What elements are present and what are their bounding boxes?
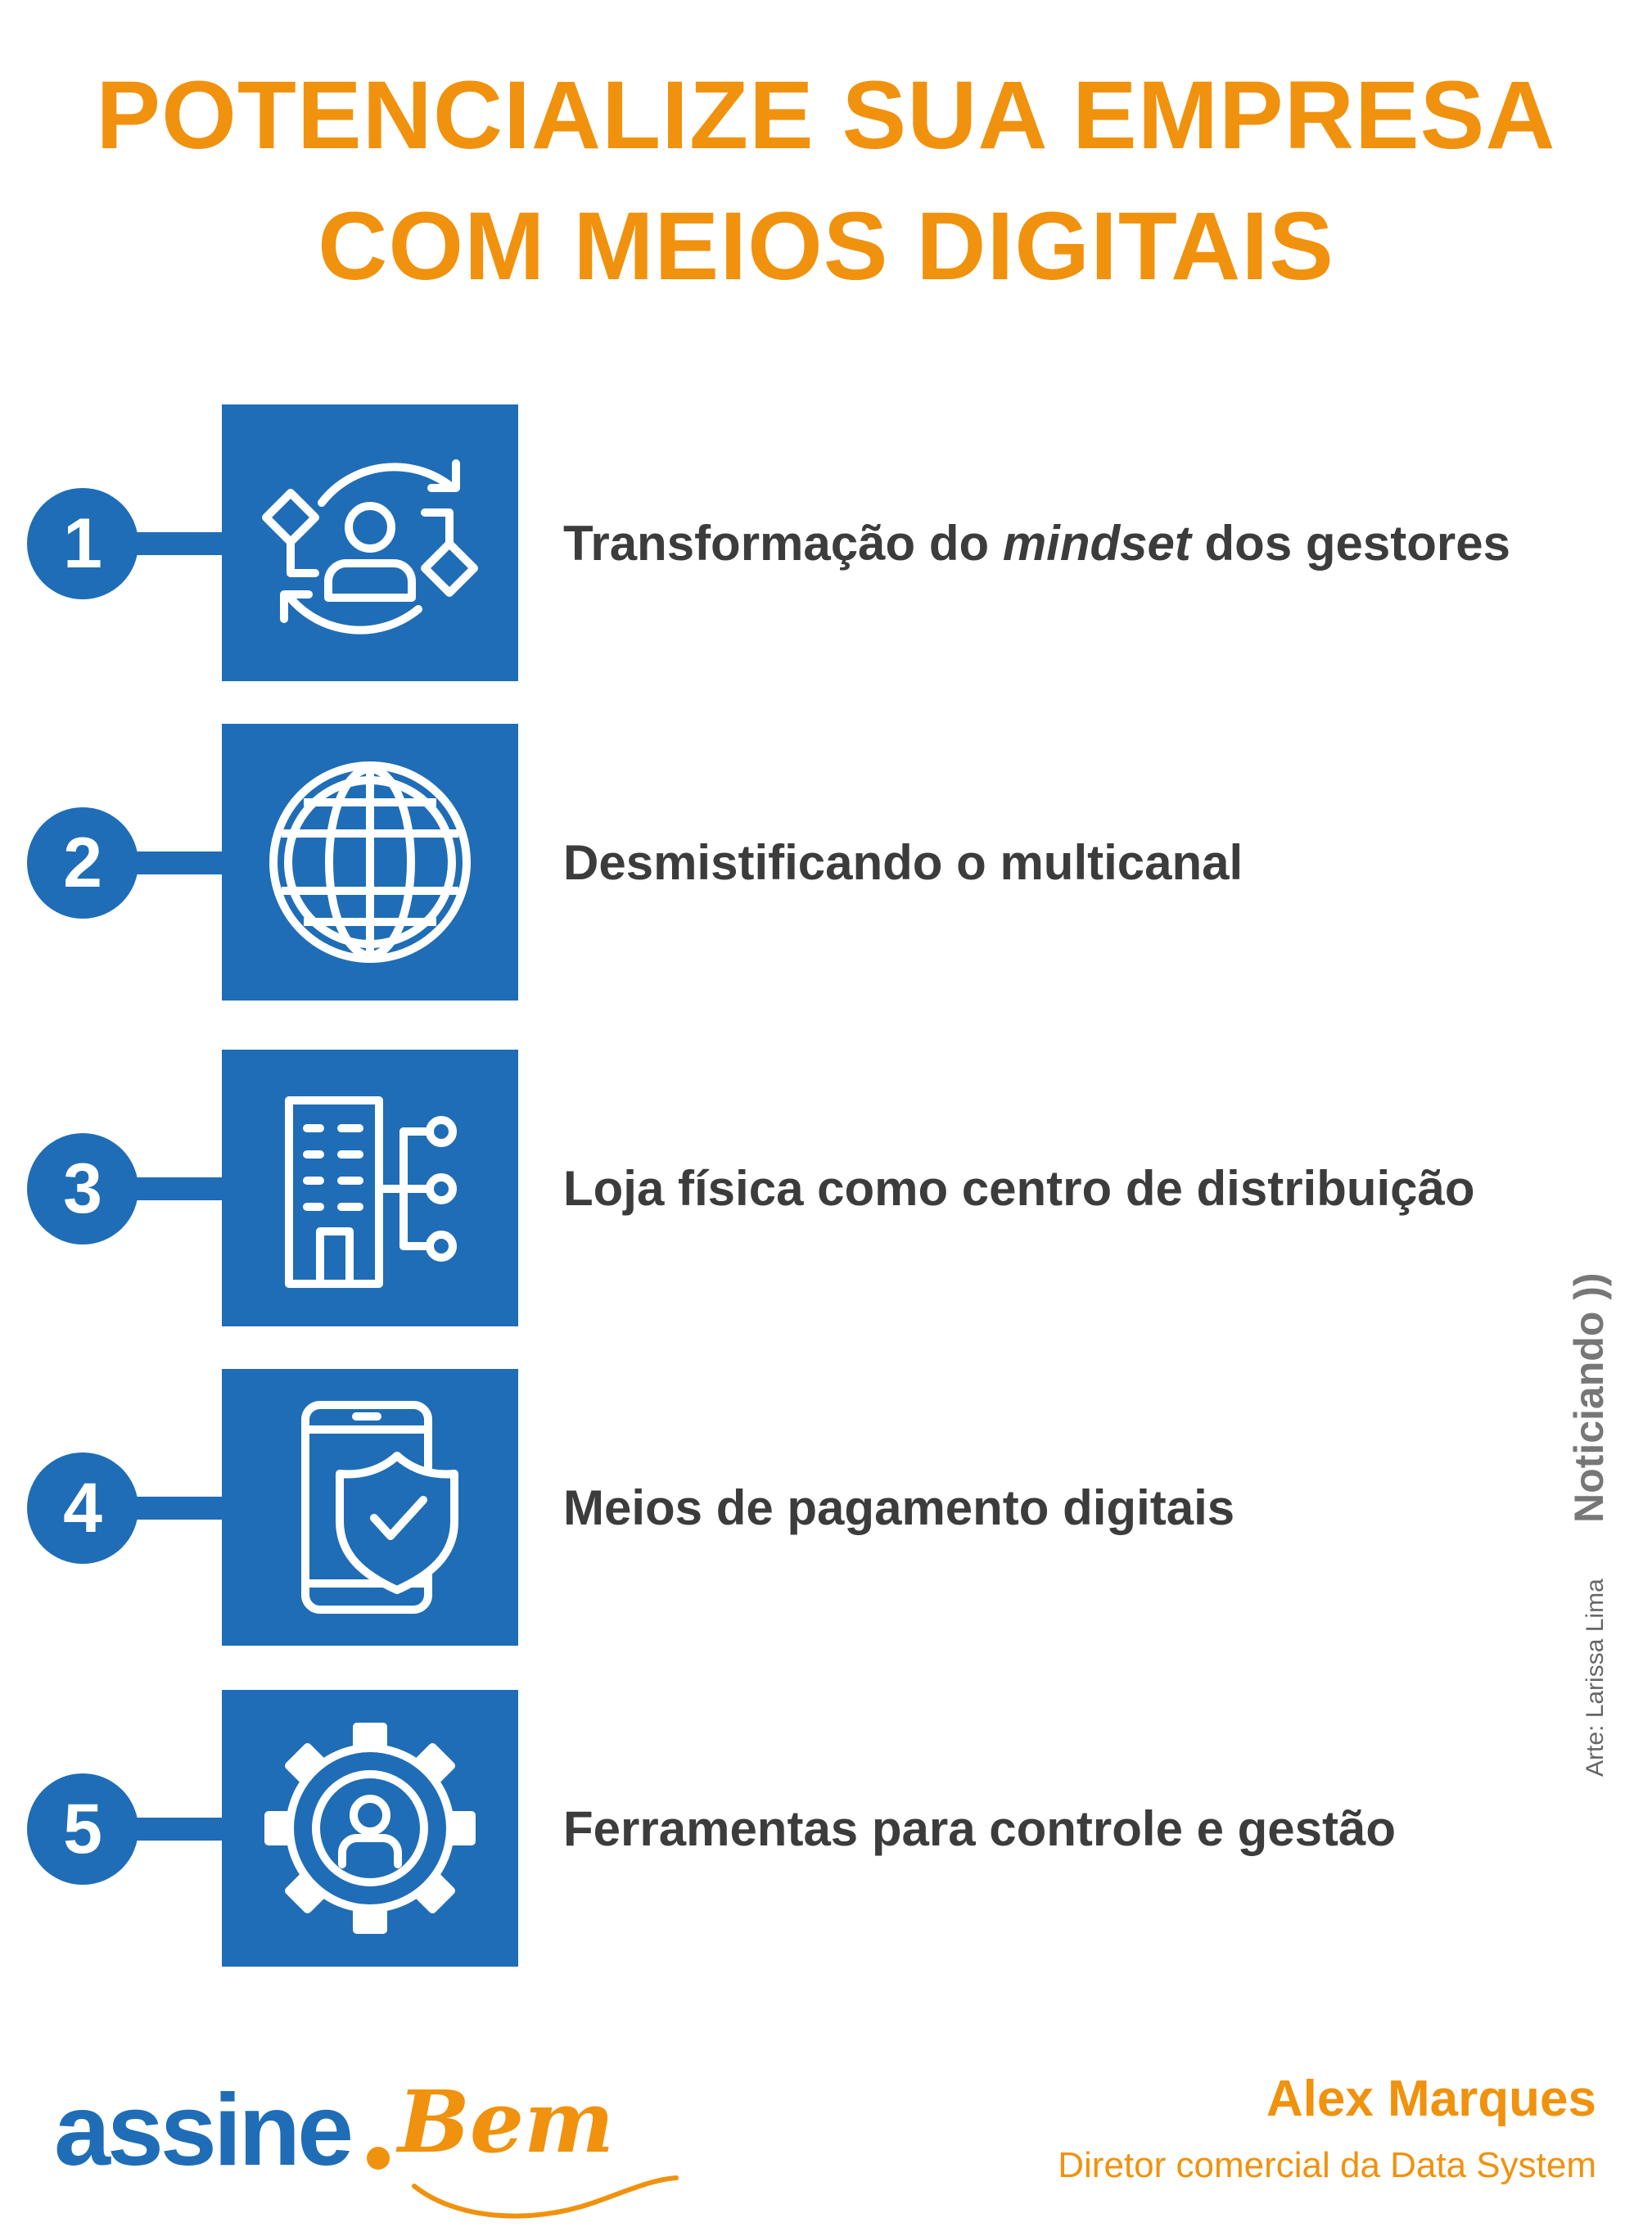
step-text: Meios de pagamento digitais <box>563 1480 1235 1535</box>
step-number-badge: 4 <box>27 1452 138 1564</box>
swoosh-icon <box>412 2175 679 2219</box>
noticiando-brand: Noticiando )) <box>1566 1272 1612 1523</box>
step-number-badge: 2 <box>27 807 138 919</box>
step-icon-box <box>222 1050 518 1326</box>
step-text: Ferramentas para controle e gestão <box>563 1801 1397 1856</box>
user-cycle-icon <box>262 459 478 635</box>
logo-script-text: Bem <box>398 2071 615 2172</box>
step-connector <box>123 1177 229 1200</box>
building-network-icon <box>285 1096 457 1288</box>
step-connector <box>123 1818 229 1841</box>
step-1: 1 Transformação do mindset dos gestores <box>0 404 1652 683</box>
gear-user-icon <box>264 1723 476 1934</box>
sound-waves-icon: )) <box>1566 1272 1612 1300</box>
step-number-badge: 1 <box>27 488 138 599</box>
logo-dot <box>367 2147 390 2170</box>
step-icon-box <box>222 404 518 681</box>
author-role: Diretor comercial da Data System <box>1058 2145 1596 2185</box>
step-2: 2 Desmistificando o multicanal <box>0 724 1652 1002</box>
step-text: Loja física como centro de distribuição <box>563 1161 1475 1216</box>
step-icon-box <box>222 724 518 1001</box>
step-connector <box>123 532 229 555</box>
step-connector <box>123 852 229 874</box>
logo-main-text: assine <box>54 2074 354 2187</box>
step-5: 5 Ferramentas para controle e gestão <box>0 1690 1652 1968</box>
art-credit: Arte: Larissa Lima <box>1582 1579 1609 1777</box>
step-icon-box <box>222 1369 518 1646</box>
assine-bem-logo: assine Bem <box>54 2063 679 2219</box>
step-icon-box <box>222 1690 518 1967</box>
globe-icon <box>269 761 471 963</box>
author-name: Alex Marques <box>1266 2071 1596 2127</box>
phone-shield-icon <box>301 1401 458 1614</box>
title-line-2: COM MEIOS DIGITAIS <box>318 192 1334 300</box>
step-number-badge: 3 <box>27 1133 138 1244</box>
step-text: Desmistificando o multicanal <box>563 835 1244 890</box>
step-connector <box>123 1497 229 1520</box>
step-3: 3 Loja física como centro de distribuiçã… <box>0 1050 1652 1328</box>
step-number-badge: 5 <box>27 1773 138 1885</box>
step-4: 4 Meios de pagamento digitais <box>0 1369 1652 1647</box>
title-line-1: POTENCIALIZE SUA EMPRESA <box>96 61 1556 169</box>
step-text: Transformação do mindset dos gestores <box>563 516 1510 571</box>
